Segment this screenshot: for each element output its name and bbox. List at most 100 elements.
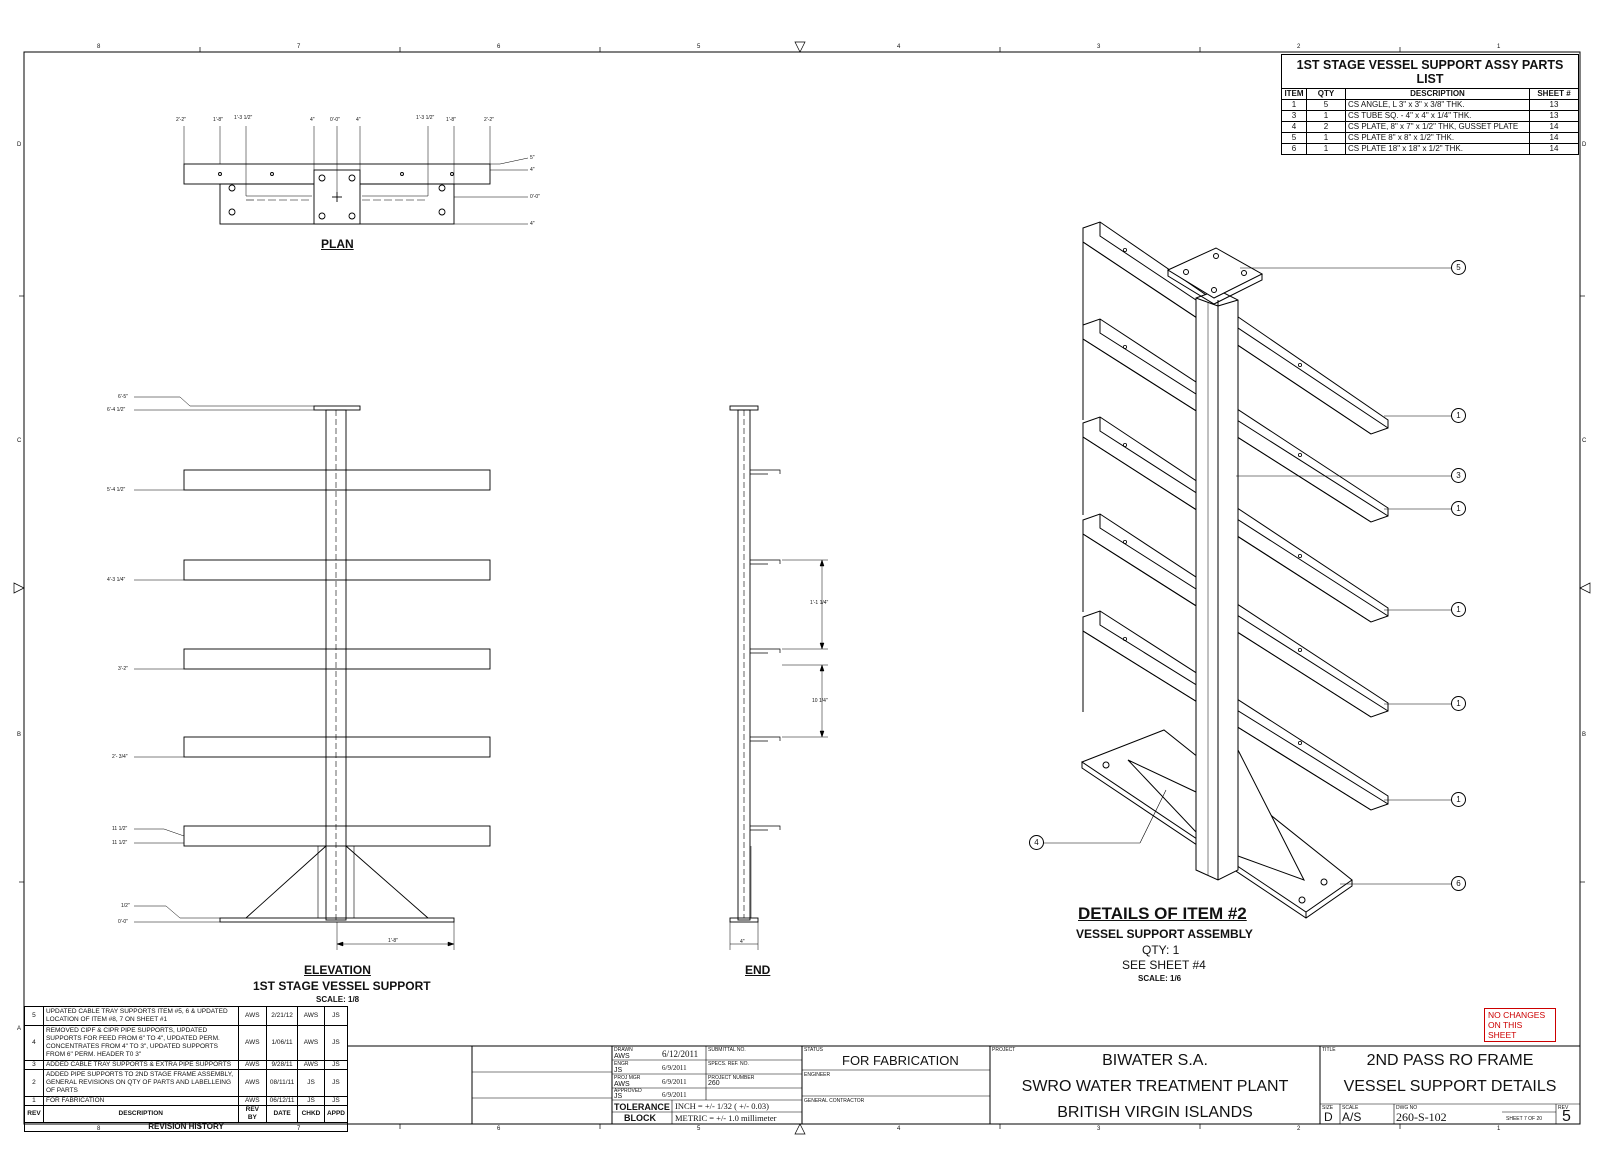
callout-bubble: 1 — [1451, 602, 1466, 617]
detail-see-sheet: SEE SHEET #4 — [1122, 958, 1206, 972]
part-item: 1 — [1281, 99, 1307, 111]
tb-engr-label: ENGR — [614, 1061, 629, 1067]
tb-title-line2: VESSEL SUPPORT DETAILS — [1343, 1078, 1557, 1095]
tb-drawn-by: AWS — [614, 1053, 630, 1060]
rev-chkd: AWS — [297, 1025, 325, 1061]
rev-number: 3 — [24, 1060, 44, 1070]
part-desc: CS PLATE 8" x 8" x 1/2" THK. — [1345, 132, 1530, 144]
rev-appd: JS — [323, 1096, 349, 1106]
rev-date: 08/11/11 — [266, 1069, 299, 1097]
rev-number: 1 — [24, 1096, 44, 1106]
part-sheet: 13 — [1529, 99, 1579, 111]
part-qty: 1 — [1306, 143, 1346, 155]
callout-bubble: 6 — [1451, 876, 1466, 891]
grid-col-2-bottom: 2 — [1297, 1126, 1301, 1132]
plan-dim: 1'-3 1/2" — [234, 115, 253, 121]
callout-bubble: 1 — [1451, 696, 1466, 711]
tb-project-line1: BIWATER S.A. — [1102, 1052, 1208, 1069]
rev-date: 1/06/11 — [266, 1025, 299, 1061]
detail-title: DETAILS OF ITEM #2 — [1078, 904, 1247, 923]
angle-arms — [1082, 221, 1389, 811]
part-desc: CS ANGLE, L 3" x 3" x 3/8" THK. — [1345, 99, 1530, 111]
rev-number: 2 — [24, 1069, 44, 1097]
tb-drawn-date: 6/12/2011 — [662, 1049, 699, 1059]
grid-col-1: 1 — [1497, 44, 1501, 50]
rev-appd: JS — [323, 1025, 349, 1061]
table-row: 3 ADDED CABLE TRAY SUPPORTS & EXTRA PIPE… — [24, 1060, 349, 1070]
plan-dim: 4" — [310, 117, 315, 123]
rev-by: AWS — [237, 1069, 268, 1097]
grid-row-b-right: B — [1582, 732, 1587, 738]
tb-tolerance-label: TOLERANCE — [614, 1102, 670, 1112]
rev-date: 06/12/11 — [266, 1096, 299, 1106]
tb-scale: A/S — [1342, 1110, 1362, 1124]
rev-chkd: AWS — [297, 1006, 325, 1026]
rev-appd: JS — [323, 1006, 349, 1026]
part-qty: 1 — [1306, 132, 1346, 144]
tb-rev: 5 — [1562, 1108, 1571, 1125]
elev-dim: 6'-5" — [118, 394, 128, 400]
tb-project-number-label: PROJECT NUMBER — [708, 1075, 755, 1081]
parts-col-item: ITEM — [1281, 88, 1307, 100]
tb-approved-date: 6/9/2011 — [662, 1091, 687, 1099]
parts-list-title: 1ST STAGE VESSEL SUPPORT ASSY PARTS LIST — [1281, 54, 1579, 88]
rev-description: UPDATED CABLE TRAY SUPPORTS ITEM #5, 6 &… — [42, 1006, 239, 1026]
tb-scale-label: SCALE — [1342, 1105, 1359, 1111]
part-item: 4 — [1281, 121, 1307, 133]
grid-col-3: 3 — [1097, 44, 1101, 50]
table-row: 1 5 CS ANGLE, L 3" x 3" x 3/8" THK. 13 — [1281, 99, 1579, 111]
parts-col-description: DESCRIPTION — [1345, 88, 1530, 100]
plan-side-dim: 0'-0" — [530, 194, 540, 200]
tb-engr-by: JS — [614, 1067, 623, 1074]
grid-col-4-bottom: 4 — [897, 1126, 901, 1132]
revision-history: 5 UPDATED CABLE TRAY SUPPORTS ITEM #5, 6… — [24, 1006, 349, 1132]
plan-dim: 1'-8" — [446, 117, 456, 123]
plan-dim: 1'-8" — [213, 117, 223, 123]
tb-projmgr-label: PROJ MGR — [614, 1075, 641, 1081]
table-row: 3 1 CS TUBE SQ. - 4" x 4" x 1/4" THK. 13 — [1281, 110, 1579, 122]
tb-project-line3: BRITISH VIRGIN ISLANDS — [1057, 1104, 1253, 1121]
callout-bubble: 3 — [1451, 468, 1466, 483]
part-item: 6 — [1281, 143, 1307, 155]
revision-history-label: REVISION HISTORY — [24, 1122, 348, 1132]
elev-dim: 11 1/2" — [112, 826, 128, 832]
part-qty: 1 — [1306, 110, 1346, 122]
tb-block-label: BLOCK — [624, 1113, 656, 1123]
table-row: 2 ADDED PIPE SUPPORTS TO 2ND STAGE FRAME… — [24, 1069, 349, 1097]
parts-col-qty: QTY — [1306, 88, 1346, 100]
grid-col-5-bottom: 5 — [697, 1126, 701, 1132]
tb-rev-label: REV — [1558, 1105, 1569, 1111]
elev-dim: 3'-2" — [118, 666, 128, 672]
elev-dim: 1/2" — [121, 903, 130, 909]
grid-row-d: D — [17, 142, 22, 148]
part-sheet: 14 — [1529, 143, 1579, 155]
elev-dim: 4'-3 1/4" — [107, 577, 126, 583]
end-view — [729, 405, 828, 950]
elev-dim: 11 1/2" — [112, 840, 128, 846]
rev-date: 9/28/11 — [266, 1060, 299, 1070]
elev-dim: 0'-0" — [118, 919, 128, 925]
rev-col-rev: REV — [24, 1105, 44, 1123]
sheet-border — [23, 51, 1581, 1125]
part-sheet: 14 — [1529, 132, 1579, 144]
elevation-label: ELEVATION — [304, 963, 371, 977]
rev-description: REMOVED CIPF & CIPR PIPE SUPPORTS, UPDAT… — [42, 1025, 239, 1061]
callout-bubble: 1 — [1451, 501, 1466, 516]
grid-col-4: 4 — [897, 44, 901, 50]
rev-by: AWS — [237, 1096, 268, 1106]
tb-engineer-label: ENGINEER — [804, 1072, 831, 1078]
grid-row-b: B — [17, 732, 22, 738]
tb-status: FOR FABRICATION — [842, 1053, 959, 1068]
rev-chkd: AWS — [297, 1060, 325, 1070]
tb-approved-label: APPROVED — [614, 1088, 642, 1094]
tb-gc-label: GENERAL CONTRACTOR — [804, 1098, 865, 1104]
part-desc: CS PLATE 18" x 18" x 1/2" THK. — [1345, 143, 1530, 155]
parts-list: 1ST STAGE VESSEL SUPPORT ASSY PARTS LIST… — [1281, 54, 1579, 155]
end-dim: 10 1/4" — [812, 698, 828, 704]
tb-title-line1: 2ND PASS RO FRAME — [1366, 1052, 1534, 1069]
grid-row-d-right: D — [1582, 142, 1587, 148]
grid-col-2: 2 — [1297, 44, 1301, 50]
tb-drawn-label: DRAWN — [614, 1047, 633, 1053]
part-desc: CS TUBE SQ. - 4" x 4" x 1/4" THK. — [1345, 110, 1530, 122]
parts-col-sheet: SHEET # — [1529, 88, 1579, 100]
